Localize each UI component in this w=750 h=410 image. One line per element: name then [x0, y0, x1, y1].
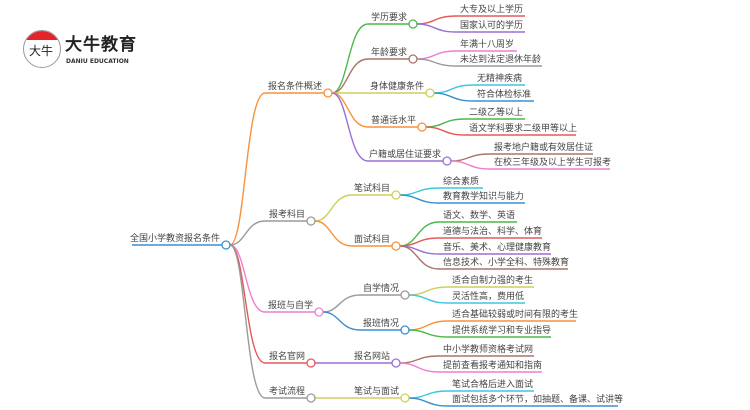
leaf-node-label[interactable]: 适合自制力强的考生 — [452, 276, 534, 286]
subtopic-connector — [322, 311, 401, 331]
subtopic-collapse-toggle[interactable] — [417, 122, 427, 132]
leaf-node-label[interactable]: 语文、数学、英语 — [443, 211, 516, 221]
leaf-connector — [425, 126, 576, 136]
subtopic-node-label[interactable]: 面试科目 — [353, 235, 390, 245]
subtopic-node-label[interactable]: 身体健康条件 — [369, 82, 424, 92]
subtopic-node-label[interactable]: 户籍或居住证要求 — [368, 150, 441, 160]
subtopic-connector — [322, 294, 401, 313]
branch-collapse-toggle[interactable] — [323, 88, 333, 98]
branch-node-label[interactable]: 报班与自学 — [267, 301, 313, 311]
leaf-node-label[interactable]: 大专及以上学历 — [460, 5, 524, 15]
branch-collapse-toggle[interactable] — [314, 307, 324, 317]
subtopic-collapse-toggle[interactable] — [408, 19, 418, 29]
leaf-connector — [416, 23, 525, 33]
branch-connector — [229, 92, 324, 246]
subtopic-node-label[interactable]: 笔试与面试 — [353, 387, 399, 397]
branch-collapse-toggle[interactable] — [306, 393, 316, 403]
leaf-node-label[interactable]: 笔试合格后进入面试 — [452, 380, 534, 390]
branch-connector — [229, 244, 307, 399]
leaf-connector — [399, 245, 568, 270]
subtopic-collapse-toggle[interactable] — [391, 241, 401, 251]
subtopic-collapse-toggle[interactable] — [408, 54, 418, 64]
branch-collapse-toggle[interactable] — [306, 358, 316, 368]
logo-mark-icon: 大牛 — [23, 30, 61, 68]
logo-name: 大牛教育 — [65, 35, 137, 55]
root-node-label[interactable]: 全国小学教资报名条件 — [129, 234, 220, 244]
subtopic-collapse-toggle[interactable] — [400, 393, 410, 403]
subtopic-connector — [314, 194, 392, 222]
leaf-node-label[interactable]: 在校三年级及以上学生可报考 — [494, 158, 612, 168]
leaf-node-label[interactable]: 符合体检标准 — [477, 90, 532, 100]
leaf-connector — [408, 397, 618, 407]
leaf-connector — [408, 294, 525, 304]
subtopic-connector — [314, 220, 392, 247]
subtopic-collapse-toggle[interactable] — [400, 290, 410, 300]
branch-connector — [229, 220, 307, 246]
branch-node-label[interactable]: 考试流程 — [268, 387, 305, 397]
subtopic-connector — [331, 23, 409, 94]
leaf-node-label[interactable]: 语文学科要求二级甲等以上 — [469, 124, 578, 134]
leaf-node-label[interactable]: 音乐、美术、心理健康教育 — [443, 243, 552, 253]
leaf-node-label[interactable]: 面试包括多个环节，如抽题、备课、试讲等 — [452, 395, 624, 405]
leaf-node-label[interactable]: 灵活性高，费用低 — [452, 292, 525, 302]
subtopic-node-label[interactable]: 报班情况 — [362, 319, 399, 329]
leaf-node-label[interactable]: 道德与法治、科学、体育 — [443, 227, 543, 237]
leaf-connector — [408, 329, 551, 338]
subtopic-node-label[interactable]: 学历要求 — [370, 13, 407, 23]
leaf-node-label[interactable]: 未达到法定退休年龄 — [460, 55, 542, 65]
leaf-node-label[interactable]: 提前查看报考通知和指南 — [443, 361, 543, 371]
subtopic-collapse-toggle[interactable] — [425, 88, 435, 98]
subtopic-collapse-toggle[interactable] — [400, 325, 410, 335]
branch-node-label[interactable]: 报名条件概述 — [267, 82, 322, 92]
leaf-node-label[interactable]: 无精神疾病 — [477, 74, 523, 84]
subtopic-connector — [331, 58, 409, 94]
subtopic-collapse-toggle[interactable] — [442, 156, 452, 166]
leaf-connector — [433, 92, 534, 102]
subtopic-collapse-toggle[interactable] — [391, 190, 401, 200]
logo-subtitle: DANIU EDUCATION — [66, 58, 129, 65]
logo-mark-text: 大牛 — [29, 44, 54, 58]
leaf-connector — [450, 160, 610, 170]
root-collapse-toggle[interactable] — [221, 240, 231, 250]
subtopic-node-label[interactable]: 年龄要求 — [370, 48, 407, 58]
leaf-node-label[interactable]: 二级乙等以上 — [469, 108, 524, 118]
subtopic-collapse-toggle[interactable] — [391, 358, 401, 368]
leaf-node-label[interactable]: 适合基础较弱或时间有限的考生 — [452, 310, 579, 320]
logo-mark-cap — [24, 31, 60, 40]
subtopic-node-label[interactable]: 报名网站 — [353, 352, 390, 362]
leaf-node-label[interactable]: 中小学教师资格考试网 — [443, 345, 534, 355]
leaf-node-label[interactable]: 教育教学知识与能力 — [443, 192, 525, 202]
subtopic-node-label[interactable]: 普通话水平 — [370, 116, 416, 126]
branch-node-label[interactable]: 报名官网 — [268, 352, 305, 362]
branch-connector — [229, 244, 315, 313]
leaf-node-label[interactable]: 报考地户籍或有效居住证 — [494, 143, 594, 153]
leaf-node-label[interactable]: 国家认可的学历 — [460, 21, 524, 31]
subtopic-connector — [331, 92, 443, 162]
leaf-connector — [399, 194, 525, 204]
leaf-node-label[interactable]: 综合素质 — [443, 177, 480, 187]
branch-collapse-toggle[interactable] — [306, 216, 316, 226]
subtopic-connector — [331, 92, 418, 128]
leaf-connector — [399, 362, 542, 373]
subtopic-node-label[interactable]: 笔试科目 — [353, 184, 390, 194]
subtopic-node-label[interactable]: 自学情况 — [362, 284, 399, 294]
leaf-connector — [416, 58, 542, 67]
leaf-node-label[interactable]: 年满十八周岁 — [460, 40, 515, 50]
leaf-node-label[interactable]: 提供系统学习和专业指导 — [452, 326, 552, 336]
branch-node-label[interactable]: 报考科目 — [268, 210, 305, 220]
leaf-node-label[interactable]: 信息技术、小学全科、特殊教育 — [443, 258, 570, 268]
